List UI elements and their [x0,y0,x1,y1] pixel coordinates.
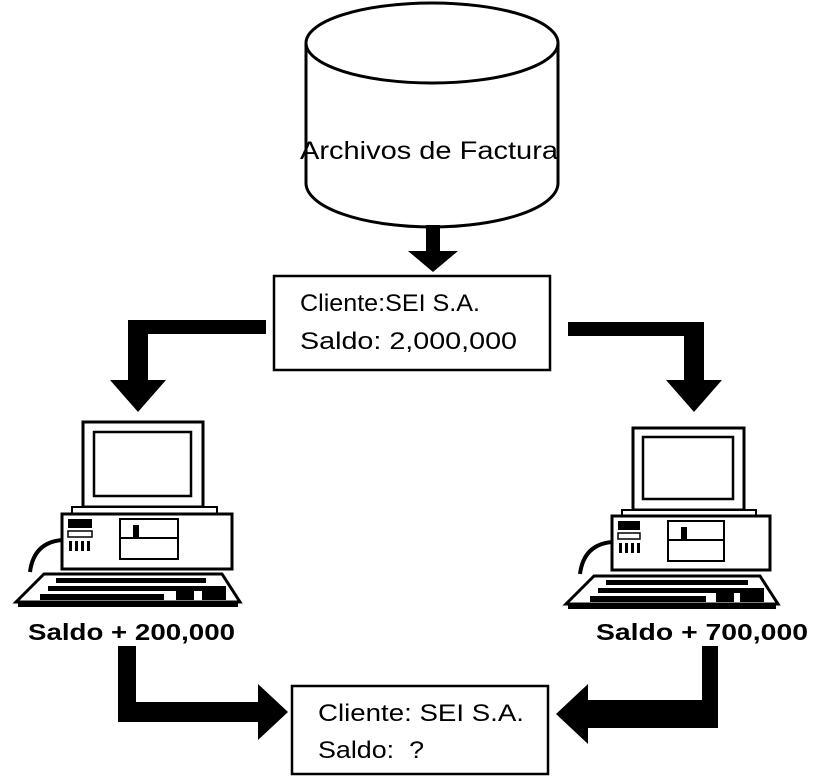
left-computer: Saldo + 200,000 [12,420,243,645]
record-box: Cliente:SEI S.A. Saldo: 2,000,000 [272,274,552,372]
arrow-record-to-right-pc [568,322,722,412]
right-system-unit [610,514,772,572]
left-system-unit [60,512,234,571]
record-client: Cliente:SEI S.A. [300,290,480,317]
record-balance: Saldo: 2,000,000 [300,328,517,355]
right-cable [578,540,613,575]
right-monitor [621,426,757,519]
left-computer-caption: Saldo + 200,000 [28,619,235,645]
arrow-record-to-left-pc [110,320,266,412]
right-screen [641,435,735,501]
right-computer: Saldo + 700,000 [562,426,808,645]
cylinder-top [304,1,560,85]
result-balance: Saldo: ? [318,737,424,764]
result-box-frame [290,684,550,776]
result-box: Cliente: SEI S.A. Saldo: ? [290,684,550,776]
left-screen [92,430,193,498]
arrow-left-pc-to-result [118,646,288,740]
database-label: Archivos de Factura [300,137,558,165]
left-keyboard [12,572,243,607]
arrow-right-pc-to-result [556,646,718,744]
right-computer-caption: Saldo + 700,000 [596,619,808,645]
result-client: Cliente: SEI S.A. [318,700,524,727]
left-cable [28,538,63,573]
record-box-frame [272,274,552,372]
arrow-db-to-record [408,225,458,272]
left-monitor [71,420,218,516]
database-cylinder: Archivos de Factura [300,1,560,229]
right-keyboard [562,574,781,609]
